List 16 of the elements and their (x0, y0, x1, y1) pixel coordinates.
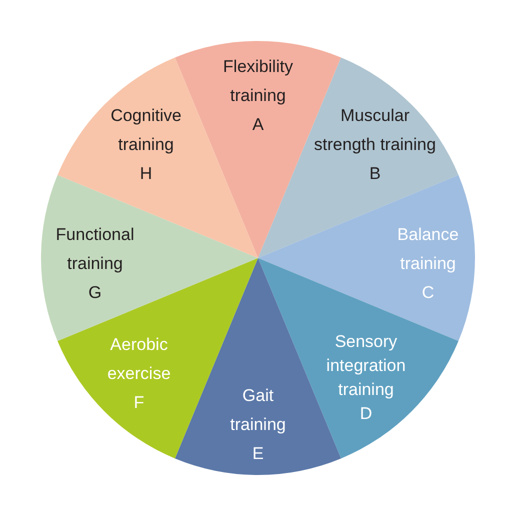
slice-letter: E (252, 442, 264, 464)
slice-letter: F (134, 392, 144, 414)
slice-letter: D (360, 403, 372, 425)
slice-label: Balance training (396, 224, 460, 274)
slice-label: Muscular strength training (313, 104, 437, 156)
slice-label: Cognitive training (110, 104, 182, 156)
slice-letter: G (88, 282, 102, 304)
slice-label: Flexibility training (222, 56, 294, 106)
slice-letter: A (252, 114, 264, 136)
slice-letter: B (369, 162, 381, 184)
slice-label: Aerobic exercise (106, 334, 172, 384)
slice-label: Sensory integration training (325, 331, 407, 401)
slice-letter: C (422, 282, 434, 304)
slice-letter: H (140, 162, 152, 184)
slice-label: Gait training (229, 384, 287, 436)
slice-label: Functional training (54, 224, 136, 274)
